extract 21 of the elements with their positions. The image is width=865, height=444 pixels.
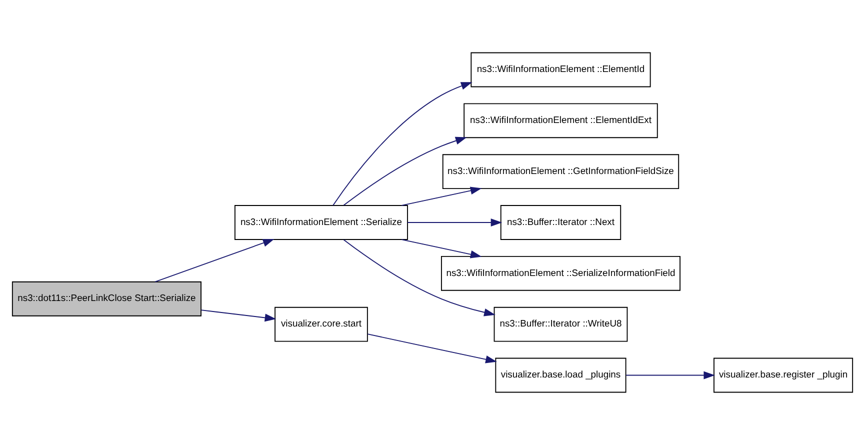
node-box: ns3::WifiInformationElement ::ElementIdExt: [464, 102, 658, 138]
arrow: [401, 238, 482, 258]
arrow: [200, 309, 276, 322]
node-box: ns3::Buffer::Iterator ::Next: [500, 204, 622, 240]
node-box: ns3::Buffer::Iterator ::WriteU8: [494, 306, 628, 342]
arrow: [626, 370, 716, 379]
arrow: [401, 186, 482, 206]
node-box: visualizer.base.register _plugin: [714, 357, 854, 392]
node-box: ns3::WifiInformationElement ::ElementId: [470, 52, 651, 87]
arrow: [407, 218, 502, 226]
node-box: ns3::WifiInformationElement ::GetInformationFieldSize: [442, 154, 680, 189]
node-box: visualizer.base.load _plugins: [495, 357, 626, 392]
arrow: [343, 136, 467, 206]
arrow: [367, 333, 497, 363]
arrow: [154, 238, 274, 282]
arrow: [343, 238, 496, 316]
node-box: ns3::dot11s::PeerLinkClose Start::Serialize: [12, 280, 202, 316]
node-box: visualizer.core.start: [274, 306, 368, 342]
node-box: ns3::WifiInformationElement ::Serialize: [234, 204, 408, 240]
node-box: ns3::WifiInformationElement ::SerializeInformationField: [440, 255, 680, 290]
arrow: [332, 82, 472, 206]
